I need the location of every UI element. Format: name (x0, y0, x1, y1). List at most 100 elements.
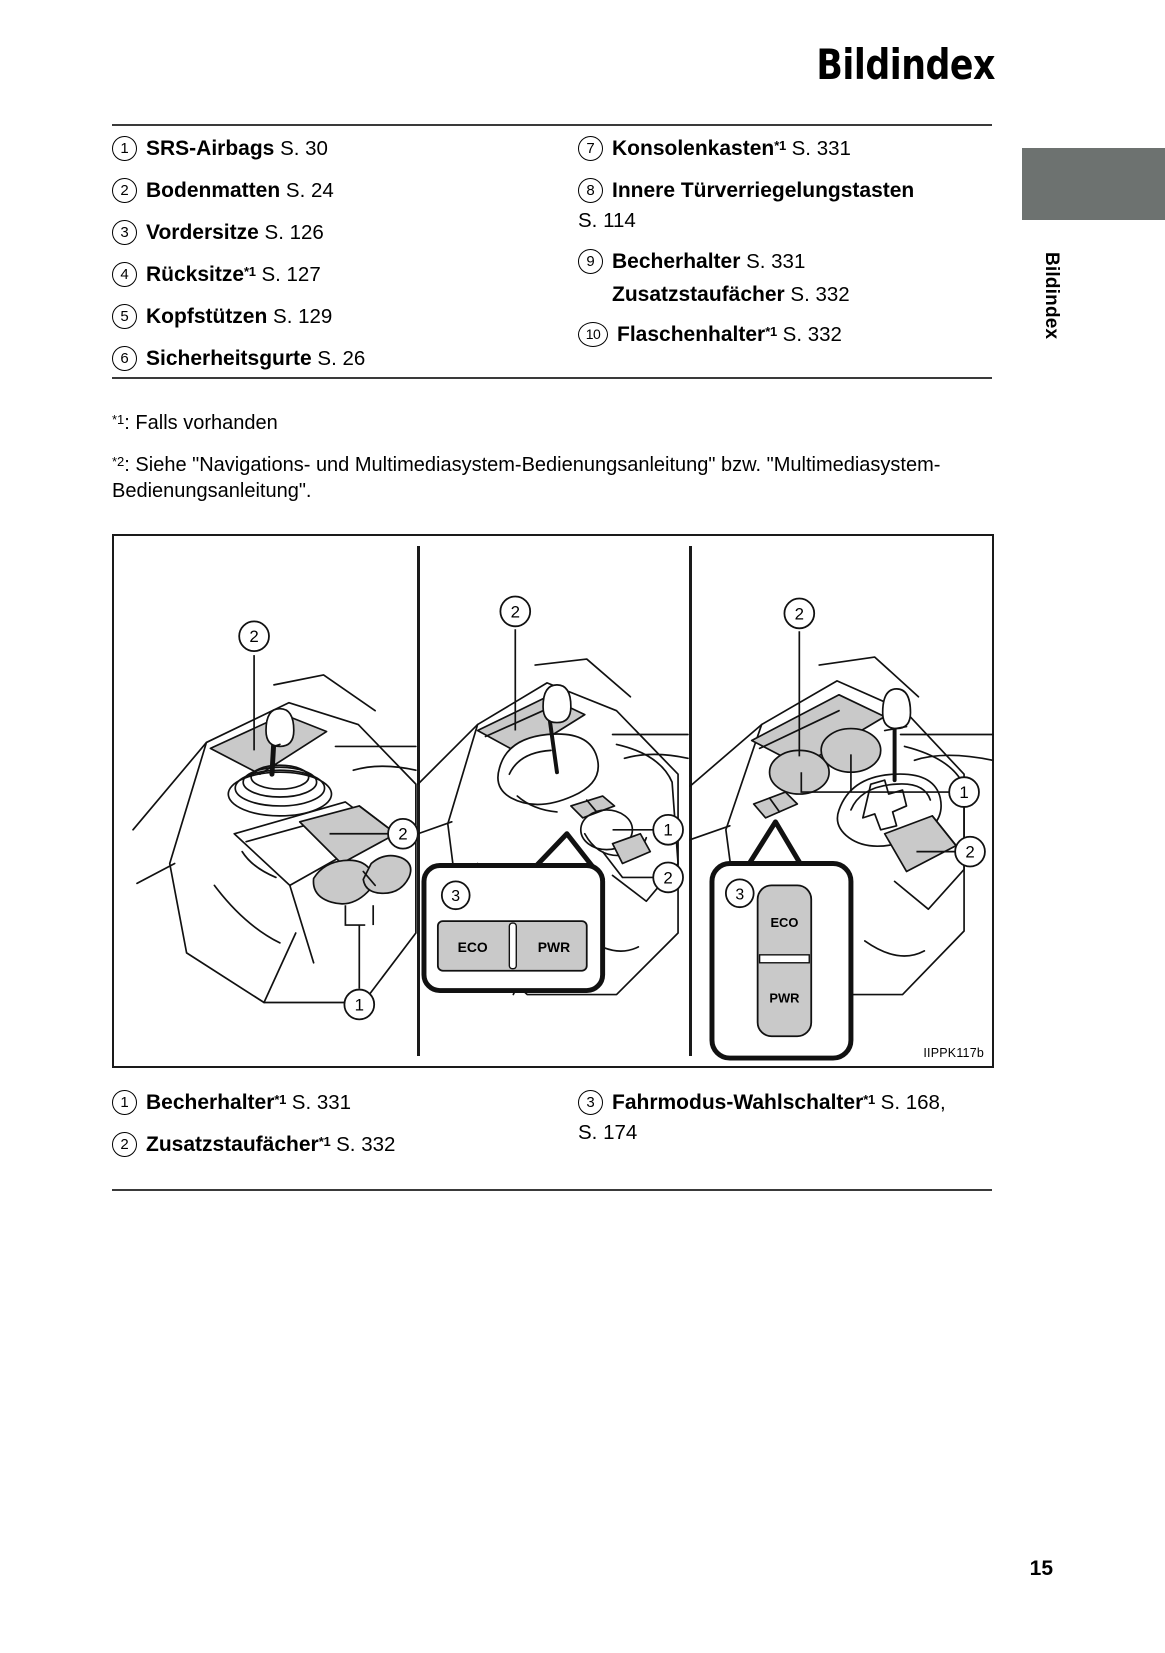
index-item-page: S. 126 (264, 221, 324, 244)
index-item-label: Kopfstützen (146, 305, 268, 328)
svg-text:2: 2 (398, 825, 407, 844)
illustration-panel-3: 2 1 2 3 ECO PWR (689, 536, 994, 1066)
svg-text:3: 3 (451, 888, 460, 905)
callout-number: 7 (578, 136, 603, 161)
page-number: 15 (1029, 1557, 1053, 1580)
svg-text:2: 2 (663, 868, 672, 887)
caption-item: 1 Becherhalter*1 S. 331 (112, 1090, 552, 1115)
footnote-1: *1: Falls vorhanden (112, 410, 992, 436)
callout-number: 10 (578, 322, 608, 347)
callout-number: 3 (112, 220, 137, 245)
index-item: 1 SRS-Airbags S. 30 (112, 136, 552, 161)
index-item-page: S. 24 (285, 179, 334, 202)
index-item-label: Bodenmatten (146, 179, 281, 202)
caption-page: S. 331 (291, 1091, 352, 1114)
divider-top (112, 124, 992, 126)
callout-number: 2 (112, 178, 137, 203)
svg-text:2: 2 (511, 602, 520, 621)
footnote-marker: *1 (863, 1092, 875, 1107)
divider-bottom (112, 1189, 992, 1191)
index-item: 2 Bodenmatten S. 24 (112, 178, 552, 203)
footnote-marker: *1 (274, 1092, 287, 1107)
illustration-panel-2: 2 1 2 3 ECO PWR (417, 536, 689, 1066)
caption-item: 3 Fahrmodus-Wahlschalter*1 S. 168, S. 174 (578, 1090, 998, 1144)
index-item-page: S. 332 (782, 323, 842, 346)
index-item-label: Vordersitze (146, 221, 259, 244)
svg-text:1: 1 (663, 821, 672, 840)
caption-label: Becherhalter (146, 1091, 275, 1114)
callout-number: 3 (578, 1090, 603, 1115)
index-item: 7 Konsolenkasten*1 S. 331 (578, 136, 998, 161)
footnote-marker-2: *2 (112, 454, 125, 469)
index-item: 5 Kopfstützen S. 129 (112, 304, 552, 329)
section-tab-label: Bildindex (1041, 252, 1062, 340)
svg-text:1: 1 (355, 995, 364, 1014)
panel-divider-1 (417, 546, 420, 1056)
index-item: 6 Sicherheitsgurte S. 26 (112, 346, 552, 371)
index-item-second-line: Zusatzstaufächer S. 332 (612, 284, 998, 306)
svg-text:ECO: ECO (770, 915, 798, 930)
caption-label: Zusatzstaufächer (146, 1133, 319, 1156)
index-item: 9 Becherhalter S. 331 Zusatzstaufächer S.… (578, 248, 998, 306)
caption-list-left: 1 Becherhalter*1 S. 331 2 Zusatzstaufächer… (112, 1090, 552, 1174)
caption-page-2: S. 174 (578, 1121, 638, 1144)
svg-text:1: 1 (959, 783, 968, 802)
index-item-label: Innere Türverriegelungstasten (612, 179, 915, 202)
svg-text:ECO: ECO (458, 939, 488, 955)
figure-code: IIPPK117b (923, 1046, 984, 1060)
footnote-1-text: : Falls vorhanden (124, 412, 278, 434)
footnote-marker: *1 (244, 264, 256, 279)
index-item-page: S. 30 (280, 137, 328, 160)
divider-under-index (112, 377, 992, 379)
callout-number: 8 (578, 178, 603, 203)
index-item-label: SRS-Airbags (146, 137, 275, 160)
footnote-marker-1: *1 (112, 412, 125, 427)
callout-number: 1 (112, 136, 137, 161)
svg-text:2: 2 (965, 843, 974, 862)
illustration-frame: 2 2 1 (112, 534, 994, 1068)
index-item-page: S. 26 (317, 347, 366, 370)
callout-number: 9 (578, 248, 603, 274)
page-title: Bildindex (816, 40, 995, 89)
index-item-page: S. 331 (791, 137, 851, 160)
svg-text:PWR: PWR (538, 939, 570, 955)
index-item-label: Konsolenkasten (612, 137, 775, 160)
svg-text:PWR: PWR (769, 990, 800, 1005)
callout-number: 4 (112, 262, 137, 287)
index-item: 3 Vordersitze S. 126 (112, 220, 552, 245)
index-item-page: S. 127 (261, 263, 321, 286)
caption-page: S. 332 (336, 1133, 396, 1156)
caption-list-right: 3 Fahrmodus-Wahlschalter*1 S. 168, S. 174 (578, 1090, 998, 1161)
index-item-page: S. 331 (746, 249, 806, 273)
index-item-page-2: S. 332 (790, 282, 850, 306)
index-item-page: S. 114 (578, 209, 636, 232)
section-tab-marker (1022, 148, 1165, 220)
caption-page: S. 168, (880, 1091, 946, 1114)
callout-number: 2 (112, 1132, 137, 1157)
index-item: 4 Rücksitze*1 S. 127 (112, 262, 552, 287)
callout-number: 6 (112, 346, 137, 371)
index-item-label: Rücksitze (146, 263, 245, 286)
panel-divider-2 (689, 546, 692, 1056)
callout-number: 1 (112, 1090, 137, 1115)
illustration-panel-1: 2 2 1 (114, 536, 417, 1066)
index-item-label: Sicherheitsgurte (146, 347, 312, 370)
index-item-label: Flaschenhalter (617, 323, 766, 346)
footnote-marker: *1 (774, 138, 786, 153)
footnote-marker: *1 (765, 324, 777, 339)
index-item-label: Becherhalter (612, 249, 741, 273)
svg-text:3: 3 (735, 886, 744, 903)
index-item: 8 Innere Türverriegelungstasten S. 114 (578, 178, 998, 232)
index-item-label-2: Zusatzstaufächer (612, 282, 785, 306)
svg-text:2: 2 (249, 627, 258, 646)
callout-number: 5 (112, 304, 137, 329)
footnote-2: *2: Siehe "Navigations- und Multimediasy… (112, 452, 992, 505)
svg-text:2: 2 (795, 604, 804, 623)
index-item: 10 Flaschenhalter*1 S. 332 (578, 322, 998, 347)
caption-label: Fahrmodus-Wahlschalter (612, 1091, 864, 1114)
index-item-page: S. 129 (273, 305, 333, 328)
